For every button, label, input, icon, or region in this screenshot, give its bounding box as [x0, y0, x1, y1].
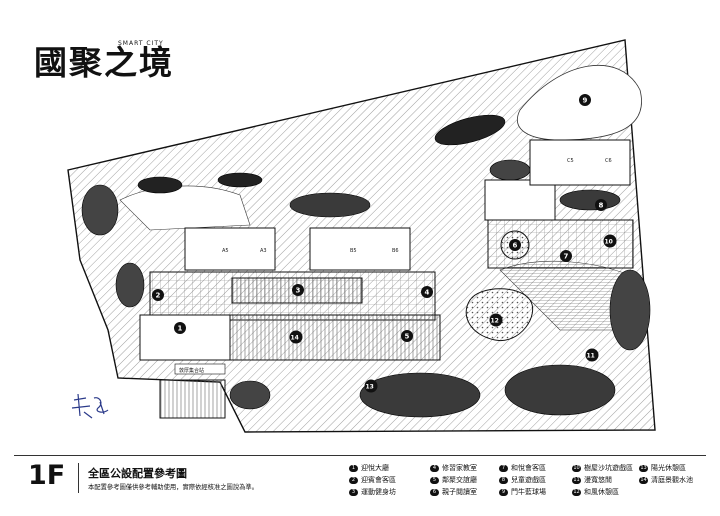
unit-label: C6 [605, 158, 612, 164]
legend-number: 2 [349, 477, 358, 484]
legend-label: 親子閱讀室 [442, 488, 477, 496]
legend-number: 4 [430, 465, 439, 472]
unit-label: B6 [392, 248, 399, 254]
site-marker-14: 14 [289, 330, 303, 344]
floor-label: 1F [28, 460, 66, 491]
unit-labels: A5 A3 B5 B6 C5 C6 [222, 158, 612, 254]
svg-text:1: 1 [178, 325, 183, 333]
legend-label: 運動健身坊 [361, 488, 396, 496]
legend-number: 8 [499, 477, 508, 484]
unit-label: C5 [567, 158, 574, 164]
site-marker-2: 2 [152, 289, 164, 301]
site-marker-8: 8 [595, 199, 607, 211]
svg-text:10: 10 [605, 239, 613, 246]
site-marker-6: 6 [509, 239, 521, 251]
site-marker-13: 13 [364, 379, 378, 393]
site-marker-4: 4 [421, 286, 433, 298]
svg-text:14: 14 [291, 335, 299, 342]
svg-text:7: 7 [564, 253, 569, 261]
legend-number: 6 [430, 489, 439, 496]
lawn-areas [119, 64, 646, 331]
legend-number: 11 [572, 477, 581, 484]
legend-label: 和風休憩區 [584, 488, 619, 496]
legend-label: 兒童遊戲區 [511, 476, 546, 484]
site-markers: 1 2 3 4 5 6 7 8 9 10 11 12 13 14 [152, 94, 617, 393]
building-blocks [139, 139, 634, 419]
site-marker-9: 9 [579, 94, 591, 106]
svg-text:4: 4 [425, 289, 430, 297]
legend-label: 門牛藍球場 [511, 488, 546, 496]
legend-label: 鄰聚交誼廳 [442, 476, 477, 484]
svg-text:5: 5 [405, 333, 410, 341]
brand-name: 國聚之境 [34, 43, 174, 82]
site-marker-12: 12 [489, 313, 503, 327]
handwritten-signature [71, 393, 109, 419]
legend-label: 漫寬悠閒 [584, 476, 612, 484]
unit-label: B5 [350, 248, 357, 254]
legend-label: 和悅會客區 [511, 464, 546, 472]
svg-text:9: 9 [583, 97, 588, 105]
site-marker-7: 7 [560, 250, 572, 262]
legend-number: 13 [639, 465, 648, 472]
legend-number: 9 [499, 489, 508, 496]
legend-label: 陽光休憩區 [651, 464, 686, 472]
tree-clusters [81, 114, 651, 418]
legend-number: 7 [499, 465, 508, 472]
legend-label: 迎賓會客區 [361, 476, 396, 484]
brand-logo: 國聚之境 SMART CITY [34, 40, 174, 82]
legend-label: 迎悅大廳 [361, 464, 389, 472]
unit-label: A3 [260, 248, 267, 254]
legend-number: 12 [572, 489, 581, 496]
site-marker-10: 10 [603, 234, 617, 248]
legend-label: 清庭景觀水池 [651, 476, 693, 484]
svg-text:13: 13 [366, 384, 374, 391]
floor-separator [78, 463, 79, 493]
footer-divider [14, 455, 706, 456]
brand-tagline: SMART CITY [118, 40, 164, 47]
site-marker-3: 3 [292, 284, 304, 296]
site-marker-1: 1 [174, 322, 186, 334]
legend-number: 14 [639, 477, 648, 484]
svg-text:3: 3 [296, 287, 301, 295]
svg-text:8: 8 [599, 202, 604, 210]
disclaimer-note: 本配置參考圖僅供參考輔助使用，實際依經核准之圖說為準。 [88, 484, 259, 491]
svg-text:6: 6 [513, 242, 518, 250]
svg-text:12: 12 [491, 318, 499, 325]
legend-number: 3 [349, 489, 358, 496]
legend-number: 10 [572, 465, 581, 472]
site-marker-5: 5 [401, 330, 413, 342]
plan-title: 全區公設配置參考圖 [88, 467, 187, 480]
site-marker-11: 11 [585, 348, 599, 362]
legend-label: 樹屋沙坑遊戲區 [584, 464, 633, 472]
legend-number: 1 [349, 465, 358, 472]
legend-number: 5 [430, 477, 439, 484]
unit-label: A5 [222, 248, 229, 254]
legend-label: 修習家教室 [442, 464, 477, 472]
svg-text:11: 11 [587, 353, 595, 360]
entrance-signboard: 敦厚集合站 [174, 363, 226, 375]
signboard-label: 敦厚集合站 [179, 367, 204, 374]
svg-text:2: 2 [156, 292, 161, 300]
